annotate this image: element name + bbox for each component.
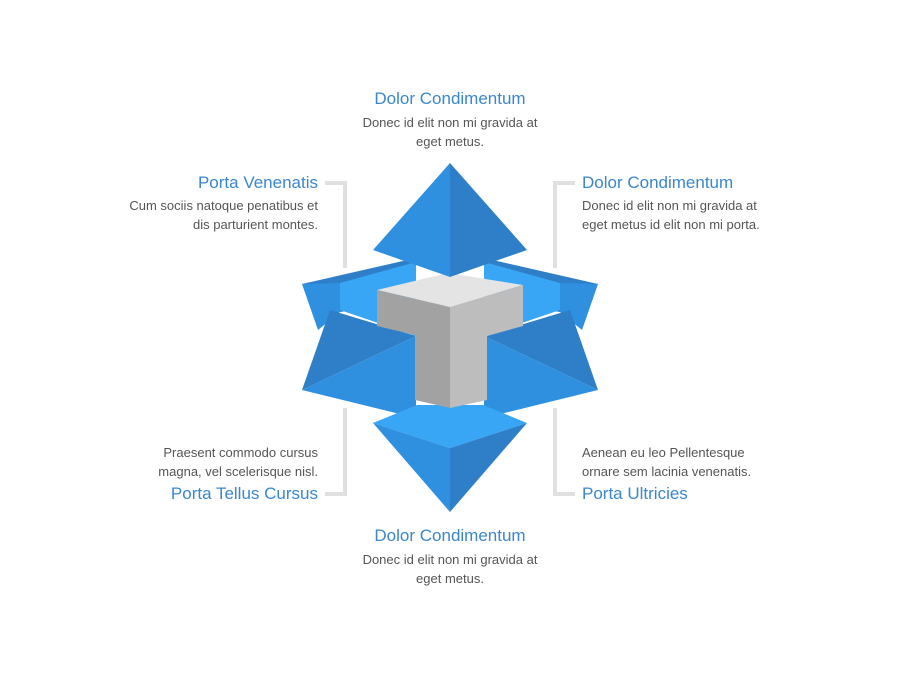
left-wing — [302, 258, 416, 418]
label-bottom-left: Praesent commodo cursus magna, vel scele… — [60, 443, 318, 505]
label-top-line: Donec id elit non mi gravida at — [362, 115, 538, 130]
bracket-bottom-right — [553, 408, 575, 496]
label-bottom-left-title: Porta Tellus Cursus — [170, 484, 318, 503]
label-bottom: Dolor Condimentum Donec id elit non mi g… — [300, 525, 600, 588]
bracket-lines — [325, 181, 575, 496]
label-bottom-right-title: Porta Ultricies — [582, 484, 688, 503]
label-bottom-right-line: Aenean eu leo Pellentesque — [582, 445, 745, 460]
label-top-right-title: Dolor Condimentum — [582, 173, 734, 192]
label-top-left-title: Porta Venenatis — [197, 173, 318, 192]
label-top-title: Dolor Condimentum — [374, 89, 526, 108]
bracket-top-left — [325, 181, 347, 268]
label-bottom-right: Aenean eu leo Pellentesque ornare sem la… — [582, 443, 842, 505]
label-top-left-line: dis parturient montes. — [192, 217, 318, 232]
label-bottom-line: Donec id elit non mi gravida at — [362, 552, 538, 567]
label-bottom-line: eget metus. — [416, 571, 484, 586]
top-pyramid — [373, 163, 527, 277]
label-top-left: Porta Venenatis Cum sociis natoque penat… — [60, 172, 318, 234]
bracket-top-right — [553, 181, 575, 268]
bracket-bottom-left — [325, 408, 347, 496]
label-bottom-left-line: magna, vel scelerisque nisl. — [158, 464, 318, 479]
label-top-right-line: Donec id elit non mi gravida at — [582, 198, 757, 213]
label-top: Dolor Condimentum Donec id elit non mi g… — [300, 88, 600, 151]
bottom-pyramid — [373, 405, 527, 512]
label-top-line: eget metus. — [416, 134, 484, 149]
label-top-right: Dolor Condimentum Donec id elit non mi g… — [582, 172, 842, 234]
label-bottom-left-line: Praesent commodo cursus — [163, 445, 318, 460]
label-bottom-right-line: ornare sem lacinia venenatis. — [582, 464, 752, 479]
gray-cube — [377, 273, 523, 408]
label-top-left-line: Cum sociis natoque penatibus et — [129, 198, 318, 213]
label-top-right-line: eget metus id elit non mi porta. — [582, 217, 760, 232]
label-bottom-title: Dolor Condimentum — [374, 526, 526, 545]
